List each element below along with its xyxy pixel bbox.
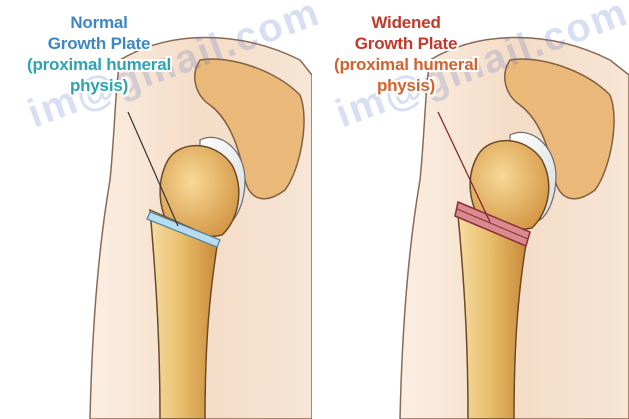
right-label-line-3: (proximal humeral [315, 54, 497, 75]
left-label-line-2: Growth Plate [8, 33, 190, 54]
left-label-line-4: physis) [8, 75, 190, 96]
left-label-line-1: Normal [8, 12, 190, 33]
right-label-line-4: physis) [315, 75, 497, 96]
right-label-line-2: Growth Plate [315, 33, 497, 54]
left-label: Normal Growth Plate (proximal humeral ph… [8, 12, 190, 96]
right-label: Widened Growth Plate (proximal humeral p… [315, 12, 497, 96]
left-label-line-3: (proximal humeral [8, 54, 190, 75]
right-label-line-1: Widened [315, 12, 497, 33]
